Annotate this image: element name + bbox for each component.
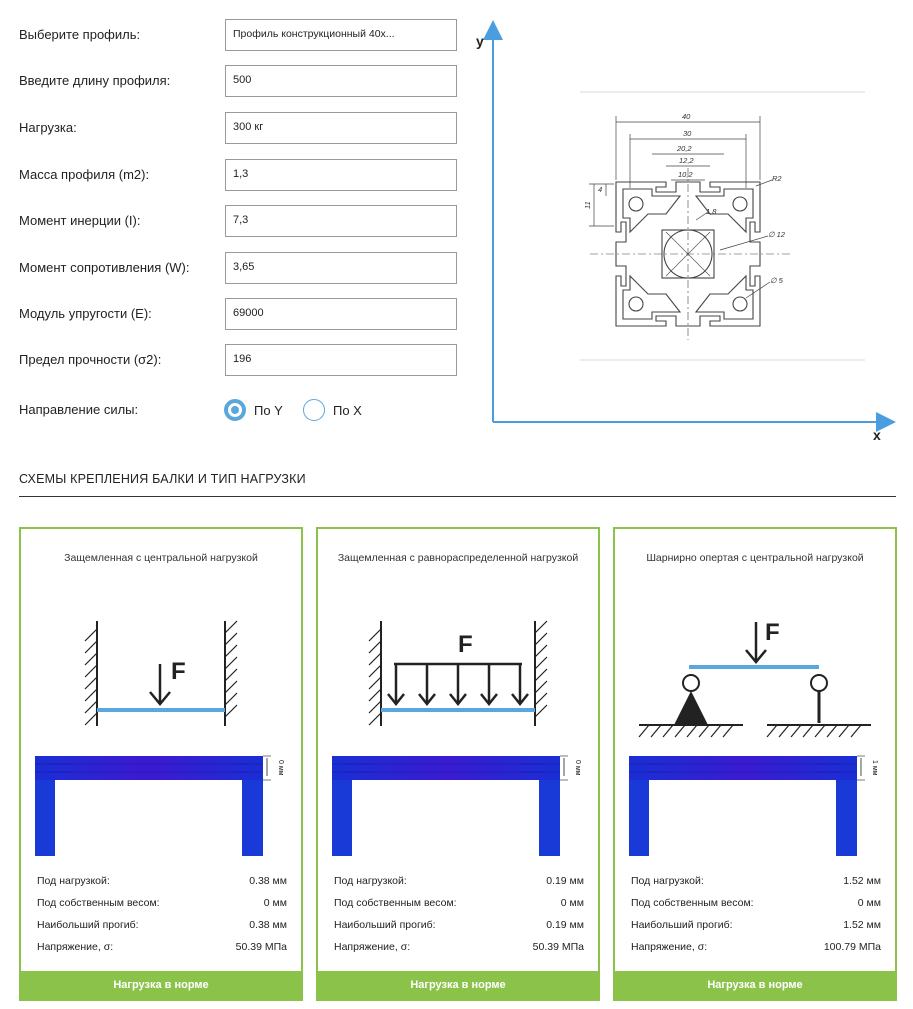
dim-phi5: ∅ 5 [770,276,784,285]
modulus-label: Модуль упругости (E): [19,306,152,321]
radio-direction-y[interactable]: По Y [224,399,294,423]
roller-support-icon [810,674,828,723]
stats-list: Под нагрузкой:0.19 мм Под собственным ве… [334,872,584,960]
radio-label-y: По Y [254,403,283,418]
schema-fixed-distributed-diagram: F [368,620,548,726]
stat-row: Напряжение, σ:100.79 МПа [631,941,881,953]
card-title: Шарнирно опертая с центральной нагрузкой [646,552,864,564]
status-badge: Нагрузка в норме [21,971,301,999]
radio-unchecked-icon [303,399,325,421]
section-title: СХЕМЫ КРЕПЛЕНИЯ БАЛКИ И ТИП НАГРУЗКИ [19,472,306,486]
stat-row: Наибольший прогиб:1.52 мм [631,919,881,931]
stat-row: Под нагрузкой:0.38 мм [37,875,287,887]
deflection-label: 1 мм [871,760,878,776]
dim-1-8: 1,8 [706,207,717,216]
strength-label: Предел прочности (σ2): [19,352,162,367]
profile-drawing: y x [476,20,896,443]
mass-input[interactable]: 1,3 [225,159,457,191]
card-title: Защемленная с центральной нагрузкой [64,552,258,564]
profile-select[interactable]: Профиль конструкционный 40х... [225,19,457,51]
modulus-row: Модуль упругости (E): 69000 [19,298,459,330]
resistance-label: Момент сопротивления (W): [19,260,190,275]
beam-card-pinned-center[interactable]: Шарнирно опертая с центральной нагрузкой [613,527,897,1001]
force-arrow-icon [745,622,767,664]
stat-row: Под собственным весом:0 мм [631,897,881,909]
profile-label: Выберите профиль: [19,27,141,42]
pinned-support-icon [674,674,708,725]
resistance-input[interactable]: 3,65 [225,252,457,284]
direction-label: Направление силы: [19,402,139,417]
stat-row: Под собственным весом:0 мм [37,897,287,909]
stat-row: Напряжение, σ:50.39 МПа [37,941,287,953]
deflection-label: 0 мм [574,760,581,776]
dim-12-2: 12,2 [679,156,694,165]
resistance-row: Момент сопротивления (W): 3,65 [19,252,459,284]
dim-40: 40 [682,112,691,121]
stat-row: Под собственным весом:0 мм [334,897,584,909]
radio-label-x: По X [333,403,362,418]
length-label: Введите длину профиля: [19,73,171,88]
length-input[interactable]: 500 [225,65,457,97]
dim-phi12: ∅ 12 [768,230,786,239]
strength-input[interactable]: 196 [225,344,457,376]
radio-direction-x[interactable]: По X [303,399,373,423]
dim-10-2: 10,2 [678,170,693,179]
stat-row: Наибольший прогиб:0.38 мм [37,919,287,931]
mass-row: Масса профиля (m2): 1,3 [19,159,459,191]
distributed-load-icon [387,662,529,707]
beam-card-fixed-center[interactable]: Защемленная с центральной нагрузкой F [19,527,303,1001]
length-row: Введите длину профиля: 500 [19,65,459,97]
force-label: F [765,619,780,646]
axis-x-label: x [873,427,881,443]
radio-checked-icon [224,399,246,421]
dim-20-2: 20,2 [676,144,692,153]
dim-4: 4 [598,185,602,194]
dimension-labels: 40 30 20,2 12,2 10,2 11 4 R2 ∅ 12 ∅ 5 1,… [583,112,786,285]
status-badge: Нагрузка в норме [318,971,598,999]
dimension-lines [589,116,773,299]
load-row: Нагрузка: 300 кг [19,112,459,144]
direction-row: Направление силы: [19,399,459,431]
force-label: F [171,658,186,685]
dim-11: 11 [583,201,592,209]
inertia-input[interactable]: 7,3 [225,205,457,237]
mass-label: Масса профиля (m2): [19,167,150,182]
schema-pinned-center-diagram: F [638,619,871,738]
stats-list: Под нагрузкой:0.38 мм Под собственным ве… [37,872,287,960]
beam-3d-render: 0 мм [35,755,284,856]
profile-row: Выберите профиль: Профиль конструкционны… [19,19,459,51]
schema-fixed-center-diagram: F [84,620,238,726]
load-input[interactable]: 300 кг [225,112,457,144]
stats-list: Под нагрузкой:1.52 мм Под собственным ве… [631,872,881,960]
section-divider [19,496,896,497]
load-label: Нагрузка: [19,120,77,135]
inertia-row: Момент инерции (I): 7,3 [19,205,459,237]
stat-row: Напряжение, σ:50.39 МПа [334,941,584,953]
axis-y-label: y [476,33,484,49]
inertia-label: Момент инерции (I): [19,213,141,228]
beam-card-fixed-distributed[interactable]: Защемленная с равнораспределенной нагруз… [316,527,600,1001]
deflection-label: 0 мм [277,760,284,776]
stat-row: Наибольший прогиб:0.19 мм [334,919,584,931]
strength-row: Предел прочности (σ2): 196 [19,344,459,376]
dim-30: 30 [683,129,692,138]
stat-row: Под нагрузкой:1.52 мм [631,875,881,887]
modulus-input[interactable]: 69000 [225,298,457,330]
force-arrow-icon [149,664,171,706]
beam-3d-render: 0 мм [332,755,581,856]
force-label: F [458,631,473,658]
beam-3d-render: 1 мм [629,755,878,856]
dim-r2: R2 [772,174,782,183]
stat-row: Под нагрузкой:0.19 мм [334,875,584,887]
card-title: Защемленная с равнораспределенной нагруз… [337,552,579,564]
profile-cross-section [590,168,790,340]
status-badge: Нагрузка в норме [615,971,895,999]
